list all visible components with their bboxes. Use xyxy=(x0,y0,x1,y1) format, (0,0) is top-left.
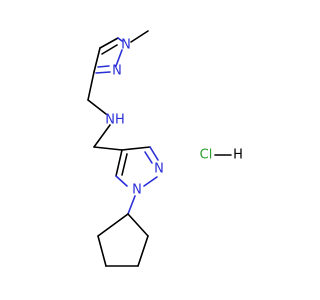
bond-cp-4 xyxy=(97,235,107,267)
bond-cp-2 xyxy=(137,235,149,267)
bond-ring-ch2-top xyxy=(87,71,95,101)
bond-ch2-nh-top xyxy=(87,99,107,115)
bond-c4-c3-bottom-double xyxy=(121,153,128,176)
bond-ch2-ring-bottom xyxy=(93,146,123,151)
atom-n1-methyl-pyrazole: N xyxy=(121,38,131,53)
bond-c4-c5-top-double xyxy=(101,44,118,55)
bond-c5-n2-bottom xyxy=(149,146,159,161)
cyclopentyl-ring xyxy=(97,213,149,267)
cyclopentyl-pyrazole-ring xyxy=(115,146,159,215)
bond-c5-n1-top xyxy=(117,37,123,42)
bond-n1-methyl xyxy=(130,30,149,43)
bond-n1-cyclopentyl xyxy=(127,195,136,215)
atom-n2-cyclopentyl-pyrazole: N xyxy=(154,162,164,177)
atom-n1-cyclopentyl-pyrazole: N xyxy=(132,183,142,198)
bond-n2-n1-bottom xyxy=(143,176,158,187)
bond-c4-c3-bottom xyxy=(115,149,123,177)
bond-nh-ch2-bottom xyxy=(93,124,111,148)
bond-cp-1 xyxy=(127,213,149,237)
atom-chlorine: Cl xyxy=(200,148,213,163)
bond-c4-c3-top xyxy=(93,47,101,73)
atom-n2-methyl-pyrazole: N xyxy=(112,64,122,79)
bond-cp-5 xyxy=(97,213,129,237)
atom-hydrogen: H xyxy=(233,148,243,163)
bond-c4-c5-bottom xyxy=(121,146,151,151)
bond-c4-c5-top xyxy=(99,37,119,49)
molecule-canvas: N N NH N N Cl H xyxy=(87,30,243,267)
bond-c3-n1-bottom xyxy=(115,175,128,187)
bond-n2-c3-top-double xyxy=(97,65,110,68)
bond-n2-c3-top xyxy=(95,71,111,74)
bond-c5-n2-bottom-double xyxy=(144,151,153,164)
bond-n1-n2-top xyxy=(115,49,123,67)
methyl-pyrazole-ring xyxy=(93,30,149,74)
atom-amine-nh: NH xyxy=(105,113,125,128)
